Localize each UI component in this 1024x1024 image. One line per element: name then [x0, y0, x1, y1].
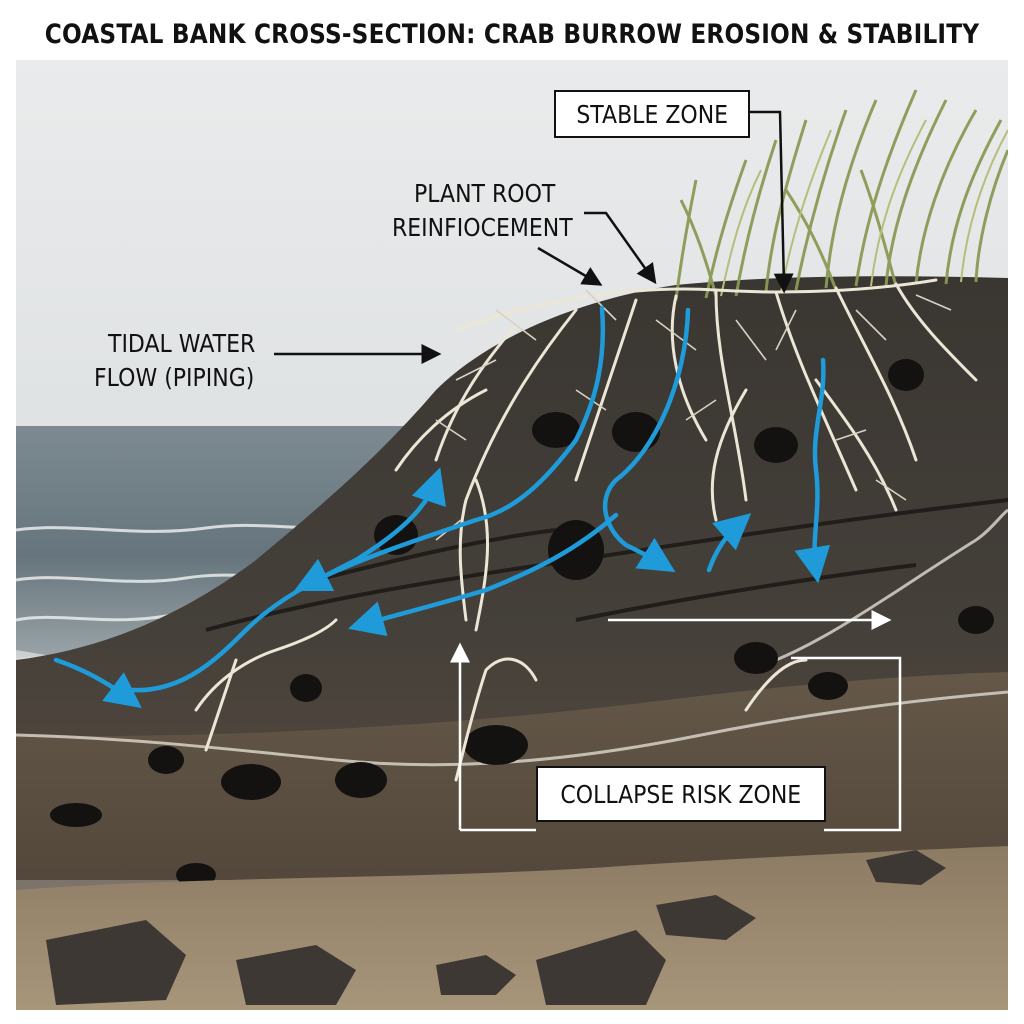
fine-roots: [435, 289, 952, 541]
bank-illustration: [16, 60, 1008, 1010]
bank-scene: STABLE ZONE PLANT ROOT REINFIOCEMENT TID…: [16, 60, 1008, 1010]
collapse-risk-zone-label: COLLAPSE RISK ZONE: [536, 766, 826, 822]
plant-root-label-line1: PLANT ROOT: [414, 179, 556, 208]
label-leaders: [274, 110, 794, 364]
plant-root-label-line2: REINFIOCEMENT: [392, 213, 573, 242]
diagram-title: COASTAL BANK CROSS-SECTION: CRAB BURROW …: [44, 18, 980, 50]
tidal-flow-label-line2: FLOW (PIPING): [94, 363, 255, 392]
tidal-flow-label-line1: TIDAL WATER: [108, 329, 256, 358]
collapse-zone-markers: [450, 610, 902, 832]
tidal-flow-arrows: [53, 305, 831, 709]
pale-seams: [16, 508, 1008, 767]
stable-zone-label: STABLE ZONE: [554, 90, 750, 138]
dune-grass: [674, 89, 1008, 301]
beach-rocks: [46, 850, 946, 1005]
plant-roots: [194, 278, 978, 782]
